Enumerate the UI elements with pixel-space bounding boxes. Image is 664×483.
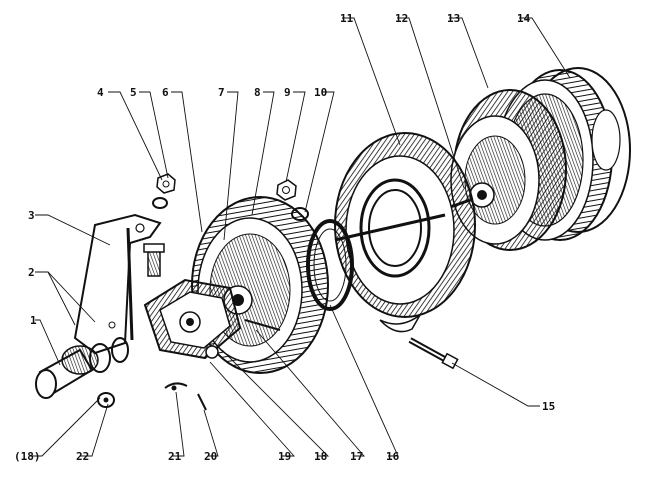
callout-9: 9 xyxy=(284,86,291,99)
callout-1: 1 xyxy=(30,314,37,327)
part-22-washer xyxy=(97,392,115,408)
callout-18: 18 xyxy=(314,450,327,463)
part-2-ring xyxy=(89,337,129,373)
callout-22: 22 xyxy=(76,450,89,463)
part-21-spring-clip xyxy=(164,382,188,391)
callout-18-paren: (18) xyxy=(14,450,41,463)
leader-lines xyxy=(30,17,571,457)
callout-2: 2 xyxy=(28,266,35,279)
part-6-bolt xyxy=(143,243,165,277)
callout-7: 7 xyxy=(218,86,225,99)
callout-5: 5 xyxy=(130,86,137,99)
callout-20: 20 xyxy=(204,450,217,463)
part-11-rotor xyxy=(334,132,476,333)
callout-16: 16 xyxy=(386,450,400,463)
callout-21: 21 xyxy=(168,450,182,463)
part-9-nut xyxy=(276,179,297,201)
part-15-bolt xyxy=(408,337,459,370)
callout-6: 6 xyxy=(162,86,169,99)
callout-labels: 4 5 6 7 8 9 10 11 12 13 14 3 2 1 15 (18)… xyxy=(14,12,555,463)
callout-19: 19 xyxy=(278,450,291,463)
callout-15: 15 xyxy=(542,400,555,413)
callout-14: 14 xyxy=(517,12,531,25)
part-4-washer xyxy=(152,197,168,209)
callout-4: 4 xyxy=(97,86,104,99)
callout-11: 11 xyxy=(340,12,354,25)
callout-3: 3 xyxy=(28,209,35,222)
part-1-shaft xyxy=(35,345,99,399)
callout-13: 13 xyxy=(447,12,460,25)
callout-17: 17 xyxy=(350,450,363,463)
part-17-housing xyxy=(143,278,242,360)
part-20-pin xyxy=(197,393,207,411)
callout-12: 12 xyxy=(395,12,408,25)
callout-10: 10 xyxy=(314,86,327,99)
part-5-nut xyxy=(156,173,176,194)
part-3-bracket xyxy=(73,213,162,355)
callout-8: 8 xyxy=(254,86,261,99)
